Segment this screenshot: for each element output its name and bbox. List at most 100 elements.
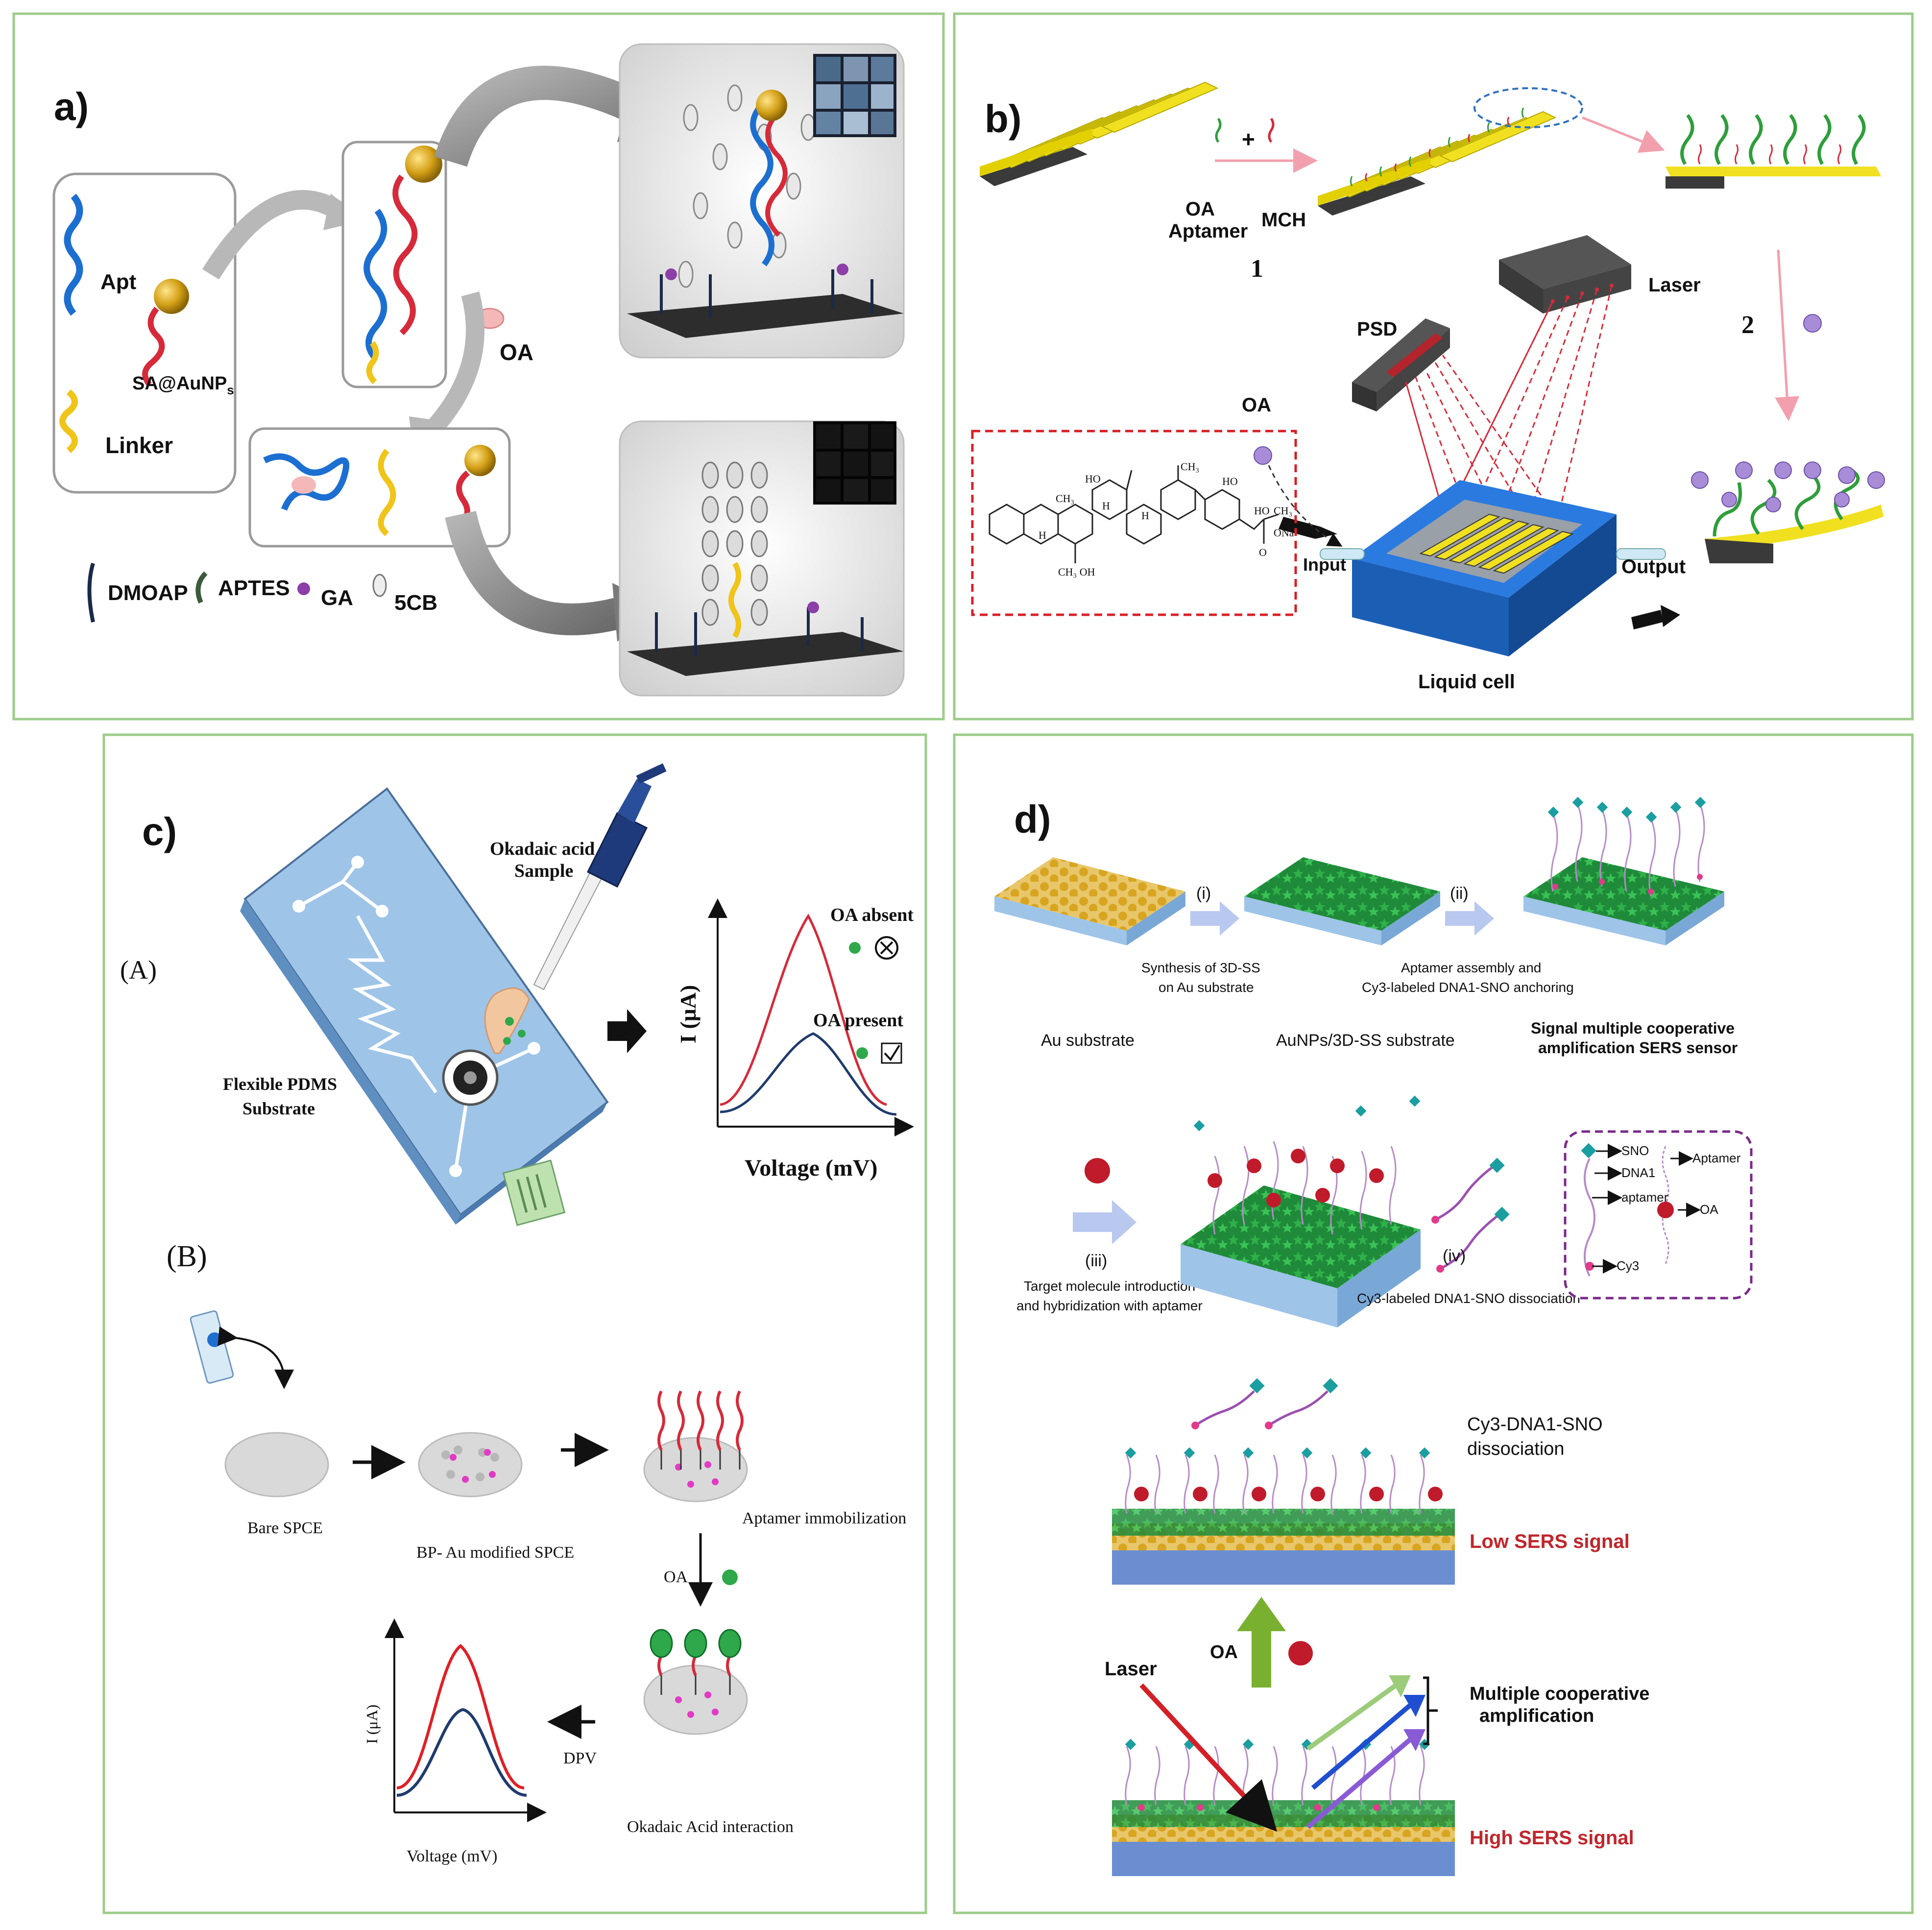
free-linker [378,449,396,536]
oa-molecule-icon [849,942,861,954]
oa-absent-curve-small [396,1644,525,1789]
legend-sno: SNO [1621,1143,1649,1158]
pdms-chip [240,787,609,1226]
single-cantilever-functionalized [1666,114,1881,189]
okadaic-sample-label-2: Sample [514,861,573,881]
gold-nanoparticle-icon [154,279,189,314]
oa-aptamer-label-1: OA [1185,198,1215,220]
oa-label: OA [500,339,533,365]
plot-a-xlabel: Voltage (mV) [745,1155,878,1181]
au-substrate-block [994,857,1185,945]
surface-linkers-top [660,269,873,318]
flow-arrow-1 [202,190,343,280]
scatter-arrow-green [1306,1683,1398,1751]
chem-ch3-b: CH₃ [1274,505,1292,517]
hybridized-sensor-block [1181,1095,1421,1327]
step-ii-arrow [1445,901,1494,936]
assembled-complex-box [341,141,447,388]
part-a-label: (A) [120,955,157,985]
output-label: Output [1621,556,1686,578]
legend-pointers [1592,1144,1701,1274]
synth-label-2: on Au substrate [1159,980,1254,995]
step-iii-label: (iii) [1085,1252,1107,1270]
chem-h-1: H [1102,500,1110,512]
aptes-icon [195,571,208,603]
5cb-icon [372,574,387,597]
linker-strand-icon [59,389,78,454]
multi-label-2: amplification [1479,1706,1594,1726]
linker-bound [728,562,741,638]
oa-absent-curve [720,914,887,1106]
released-strands-top [1191,1378,1338,1429]
scatter-arrow-purple-head [1403,1729,1425,1751]
chem-h-3: H [1038,529,1046,541]
cantilever-array-functionalized [1318,107,1557,216]
legend-dmoap: DMOAP [108,581,188,605]
ga-molecule [837,264,848,275]
oa-up-arrow [1237,1597,1286,1688]
gold-nanoparticle-icon [464,445,496,476]
red-strand-top [765,116,788,237]
swap-arrow [217,1326,294,1389]
oa-arrow-label: OA [1210,1642,1238,1663]
bp-au-spce-icon [418,1432,523,1497]
okadaic-acid-structure [989,465,1279,563]
legend-cy3: Cy3 [1617,1258,1639,1273]
target-label-2: and hybridization with aptamer [1016,1298,1203,1313]
legend-strand-left [1581,1143,1596,1277]
cy3-title-1: Cy3-DNA1-SNO [1467,1414,1603,1435]
oa-absent-label: OA absent [830,905,914,925]
dissociated-complex-box [248,427,511,548]
oa-bound-spce-icon [643,1629,748,1735]
cross-icon-mark [880,941,894,955]
blue-strand [363,209,387,360]
laser-beams [1405,285,1613,520]
oa-molecule-icon [1803,314,1822,333]
synth-label-1: Synthesis of 3D-SS [1141,960,1260,975]
plot-b-xlabel: Voltage (mV) [407,1847,497,1865]
output-arrow [1631,610,1663,629]
input-label: Input [1303,555,1346,575]
signal-label-2: amplification SERS sensor [1538,1039,1738,1057]
flow-arrow-2 [424,291,484,437]
panel-d-label: d) [1014,797,1051,841]
sa-aunps-label: SA@AuNPs [132,373,234,397]
gold-nanoparticle-icon [756,90,787,121]
chem-h-2: H [1141,509,1149,522]
big-arrow-top [434,66,654,167]
oa-step-label: OA [664,1568,688,1586]
ga-molecule [807,602,819,613]
oa-aptamer-label-2: Aptamer [1168,220,1248,242]
plus-sign: + [1242,126,1255,152]
legend-aptamer-left: aptamer [1621,1190,1668,1205]
chem-ch3-a: CH₃ [1181,460,1199,473]
plot-a-ylabel: I (μA) [676,985,700,1043]
chem-ch3-c: CH₃ [1056,492,1074,505]
psd-detector [1352,318,1450,411]
legend-dna1: DNA1 [1621,1165,1655,1180]
laser-beam-arrow [1139,1683,1278,1832]
mch-icon [1268,118,1275,143]
linker-label: Linker [105,433,173,458]
dpv-plot-a [708,898,914,1136]
legend-5cb: 5CB [394,591,437,615]
target-label-1: Target molecule introduction [1024,1279,1195,1294]
aptamer-strand-icon [64,193,83,316]
gold-nanoparticle-icon [405,145,442,183]
assembly-label-2: Cy3-labeled DNA1-SNO anchoring [1362,980,1574,995]
pom-image-bright [813,54,896,137]
dmoap-icon [87,562,95,623]
ga-molecule [665,268,677,280]
released-cy3-dna-icon [1431,1158,1510,1273]
dpv-label: DPV [563,1749,597,1767]
pipette-icon [533,763,667,990]
step-i-label: (i) [1196,884,1211,903]
ga-icon [297,582,310,595]
oa-bound [291,476,316,494]
oa-present-curve-small [396,1708,527,1797]
liquid-cell-label: Liquid cell [1418,671,1515,693]
panel-c-label: c) [142,810,177,853]
pom-image-dark [813,421,896,505]
liquid-cell [1352,480,1617,656]
